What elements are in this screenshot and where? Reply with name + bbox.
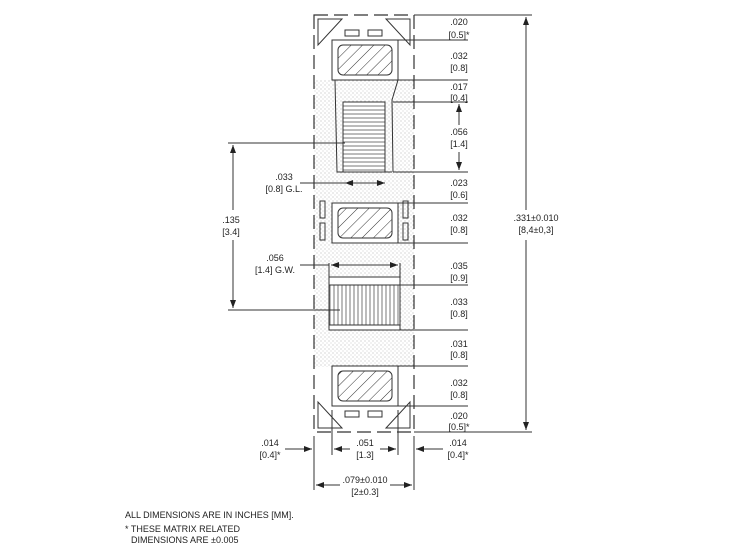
dimension-label: [0.4]*	[447, 450, 469, 460]
dimension-label: [0.8]	[450, 225, 468, 235]
top-pad	[317, 18, 411, 81]
dimension-label: * THESE MATRIX RELATED	[125, 524, 241, 534]
dimension-label: [8,4±0,3]	[519, 225, 554, 235]
dimension-label: [0.8] G.L.	[265, 184, 302, 194]
dimension-label: .056	[450, 127, 468, 137]
dimension-label: .017	[450, 82, 468, 92]
right-dimensions: .020[0.5]* .032[0.8] .017[0.4] .056[1.4]…	[448, 17, 558, 432]
dimension-label: [3.4]	[222, 227, 240, 237]
dimension-label: .331±0.010	[514, 213, 559, 223]
bottom-dimensions: .014 [0.4]* .051 [1.3] .014 [0.4]* .079±0.0…	[259, 410, 469, 497]
dimension-label: [1.4]	[450, 139, 468, 149]
dimension-label: [0.4]*	[259, 450, 281, 460]
dimension-label: .035	[450, 261, 468, 271]
dimension-label: [0.5]*	[448, 422, 470, 432]
dimension-label: .014	[449, 438, 467, 448]
dimension-label: [0.5]*	[448, 30, 470, 40]
dimension-label: [0.9]	[450, 273, 468, 283]
dimension-label: [0.8]	[450, 309, 468, 319]
dimension-label: [1.4] G.W.	[255, 265, 295, 275]
middle-pad	[319, 200, 409, 244]
dimension-label: .031	[450, 339, 468, 349]
dimension-label: .033	[450, 297, 468, 307]
dimension-label: .032	[450, 51, 468, 61]
dimension-label: .020	[450, 17, 468, 27]
dimension-label: .135	[222, 215, 240, 225]
dimension-label: [0.6]	[450, 190, 468, 200]
dimension-label: [0.4]	[450, 93, 468, 103]
dimension-label: .056	[266, 253, 284, 263]
dimension-label: [0.8]	[450, 350, 468, 360]
left-dimensions: .135 [3.4] .033 [0.8] G.L. .056 [1.4] G.W.	[222, 142, 398, 311]
notes: ALL DIMENSIONS ARE IN INCHES [MM]. * THE…	[125, 510, 294, 545]
dimension-label: .051	[356, 438, 374, 448]
resistor-element-bottom	[328, 263, 401, 331]
dimension-label: [1.3]	[356, 450, 374, 460]
dimension-label: ALL DIMENSIONS ARE IN INCHES [MM].	[125, 510, 294, 520]
dimension-label: .032	[450, 378, 468, 388]
tape-outline	[313, 14, 415, 433]
dimension-label: .079±0.010	[343, 475, 388, 485]
dimension-label: [2±0.3]	[351, 487, 378, 497]
dimension-label: .032	[450, 213, 468, 223]
dimension-label: .033	[275, 172, 293, 182]
dimension-label: [0.8]	[450, 390, 468, 400]
resistor-element-top	[334, 79, 399, 173]
dimension-label: .023	[450, 178, 468, 188]
dimension-label: .020	[450, 411, 468, 421]
right-extension-lines	[393, 14, 532, 433]
dimension-label: [0.8]	[450, 63, 468, 73]
dimension-label: DIMENSIONS ARE ±0.005	[131, 535, 238, 545]
dimension-label: .014	[261, 438, 279, 448]
